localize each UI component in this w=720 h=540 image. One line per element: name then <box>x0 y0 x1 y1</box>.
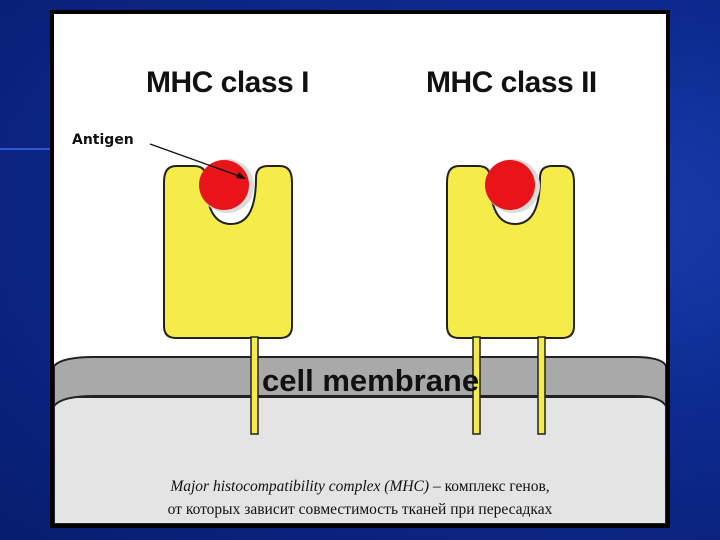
caption-line-2: от которых зависит совместимость тканей … <box>167 501 553 518</box>
antigen-pointer-line <box>149 143 243 178</box>
mhc-diagram: cell membrane <box>54 143 666 524</box>
membrane-label: cell membrane <box>262 363 479 398</box>
title-mhc-class-1: MHC class I <box>146 66 309 99</box>
diagram-panel: cell membrane MHC class I MHC class II A… <box>50 10 670 528</box>
mhc-class-1-receptor <box>163 165 293 339</box>
mhc-class-1-stalk <box>250 336 259 435</box>
background-line <box>0 148 50 150</box>
antigen-class-2-core <box>485 160 535 210</box>
title-mhc-class-2: MHC class II <box>426 66 597 99</box>
caption-term: Major histocompatibility complex (MHC) <box>170 478 430 495</box>
antigen-pointer-arrowhead <box>236 172 246 179</box>
caption-line-1: Major histocompatibility complex (MHC) –… <box>54 478 666 496</box>
antigen-class-1-core <box>199 160 249 210</box>
mhc-class-2-stalk-left <box>472 336 481 435</box>
cell-membrane <box>54 356 666 408</box>
mhc-class-2-stalk-right <box>537 336 546 435</box>
mhc-class-2-receptor <box>446 165 575 339</box>
caption-definition: – комплекс генов, <box>429 478 550 495</box>
antigen-label: Antigen <box>72 132 134 148</box>
